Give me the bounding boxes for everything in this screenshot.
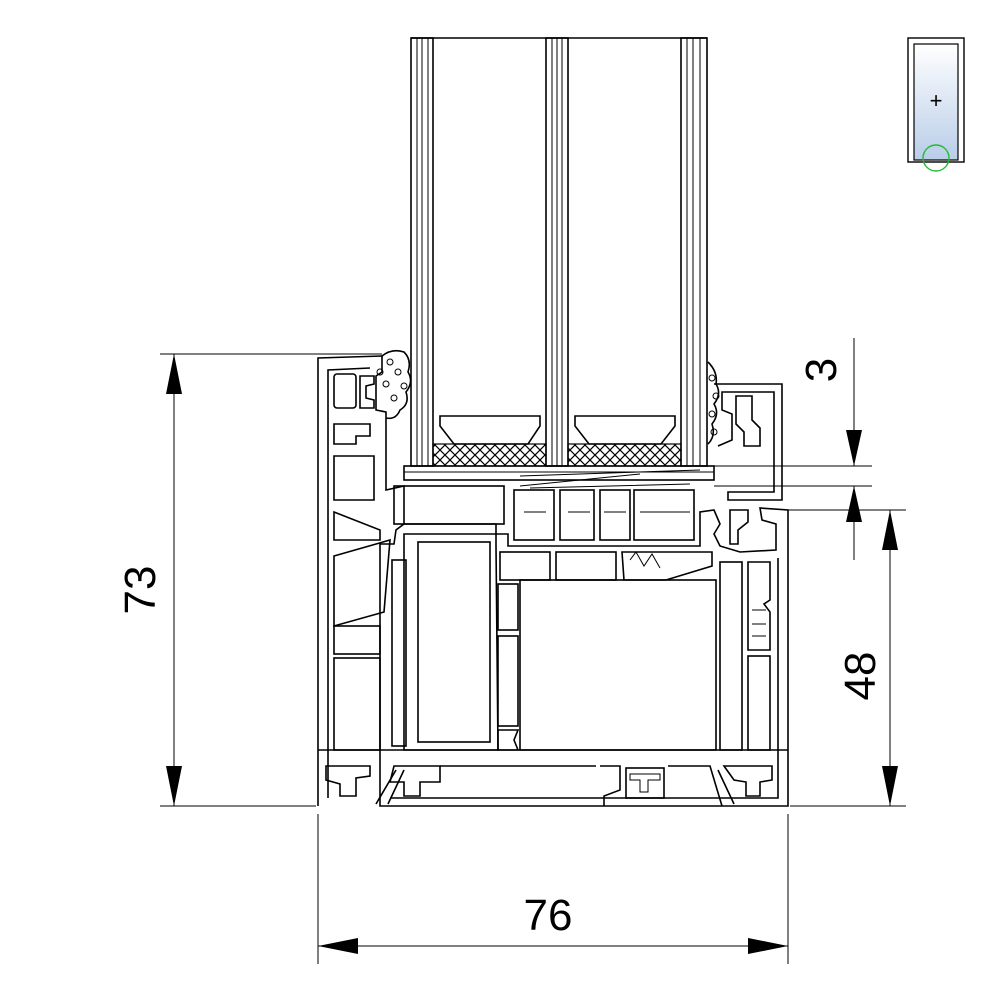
position-indicator: +	[907, 37, 965, 172]
glazing-bead	[714, 383, 783, 545]
glazing-block	[403, 465, 715, 489]
dimension-label-total-height: 73	[116, 566, 165, 615]
dimension-rebate-gap: 3	[714, 338, 872, 560]
sash-profile	[317, 355, 405, 806]
spacer-left	[439, 415, 541, 445]
dimension-total-height: 73	[116, 353, 382, 807]
sealant-right	[567, 443, 682, 467]
dimension-frame-height: 48	[788, 509, 906, 807]
dimension-total-width: 76	[317, 814, 789, 964]
frame-profile	[325, 485, 789, 807]
dimension-label-frame-height: 48	[836, 652, 885, 701]
section-marker-icon	[922, 144, 950, 172]
dimension-label-rebate-gap: 3	[797, 358, 846, 382]
crosshair-icon: +	[930, 88, 943, 113]
glazing-unit	[410, 37, 708, 467]
spacer-right	[574, 415, 676, 445]
gasket-inner	[707, 361, 720, 445]
glass-pane-right	[680, 37, 708, 467]
dimension-label-total-width: 76	[524, 891, 573, 940]
sealant-left	[432, 443, 547, 467]
gasket-outer	[376, 349, 412, 420]
